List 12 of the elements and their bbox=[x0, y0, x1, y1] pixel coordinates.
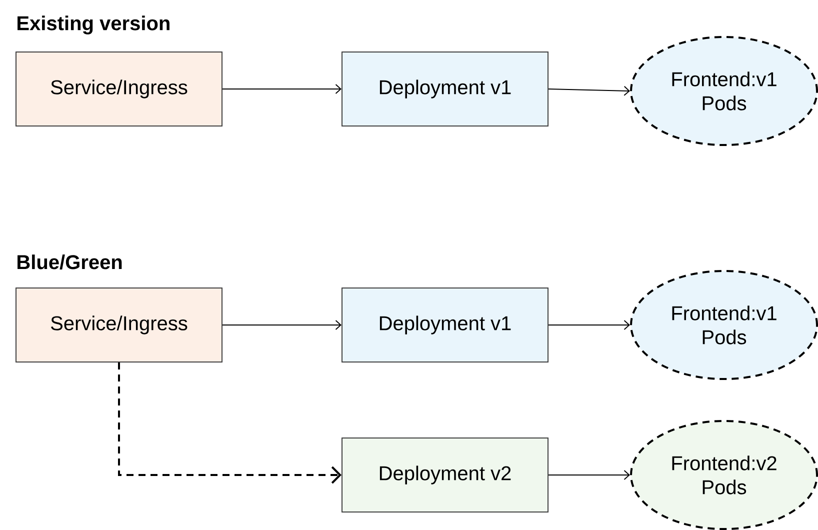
deployment-box: Deployment v1 bbox=[342, 52, 548, 126]
service-box: Service/Ingress bbox=[16, 52, 222, 126]
arrow bbox=[222, 320, 342, 330]
arrow bbox=[548, 470, 630, 480]
deployment-box: Deployment v1 bbox=[342, 288, 548, 362]
arrow bbox=[548, 320, 630, 330]
section-heading: Blue/Green bbox=[18, 254, 122, 270]
service-box: Service/Ingress bbox=[16, 288, 222, 362]
arrow bbox=[548, 86, 630, 96]
arrow bbox=[118, 362, 342, 484]
deployment-box: Deployment v2 bbox=[342, 438, 548, 512]
arrow bbox=[222, 84, 342, 94]
